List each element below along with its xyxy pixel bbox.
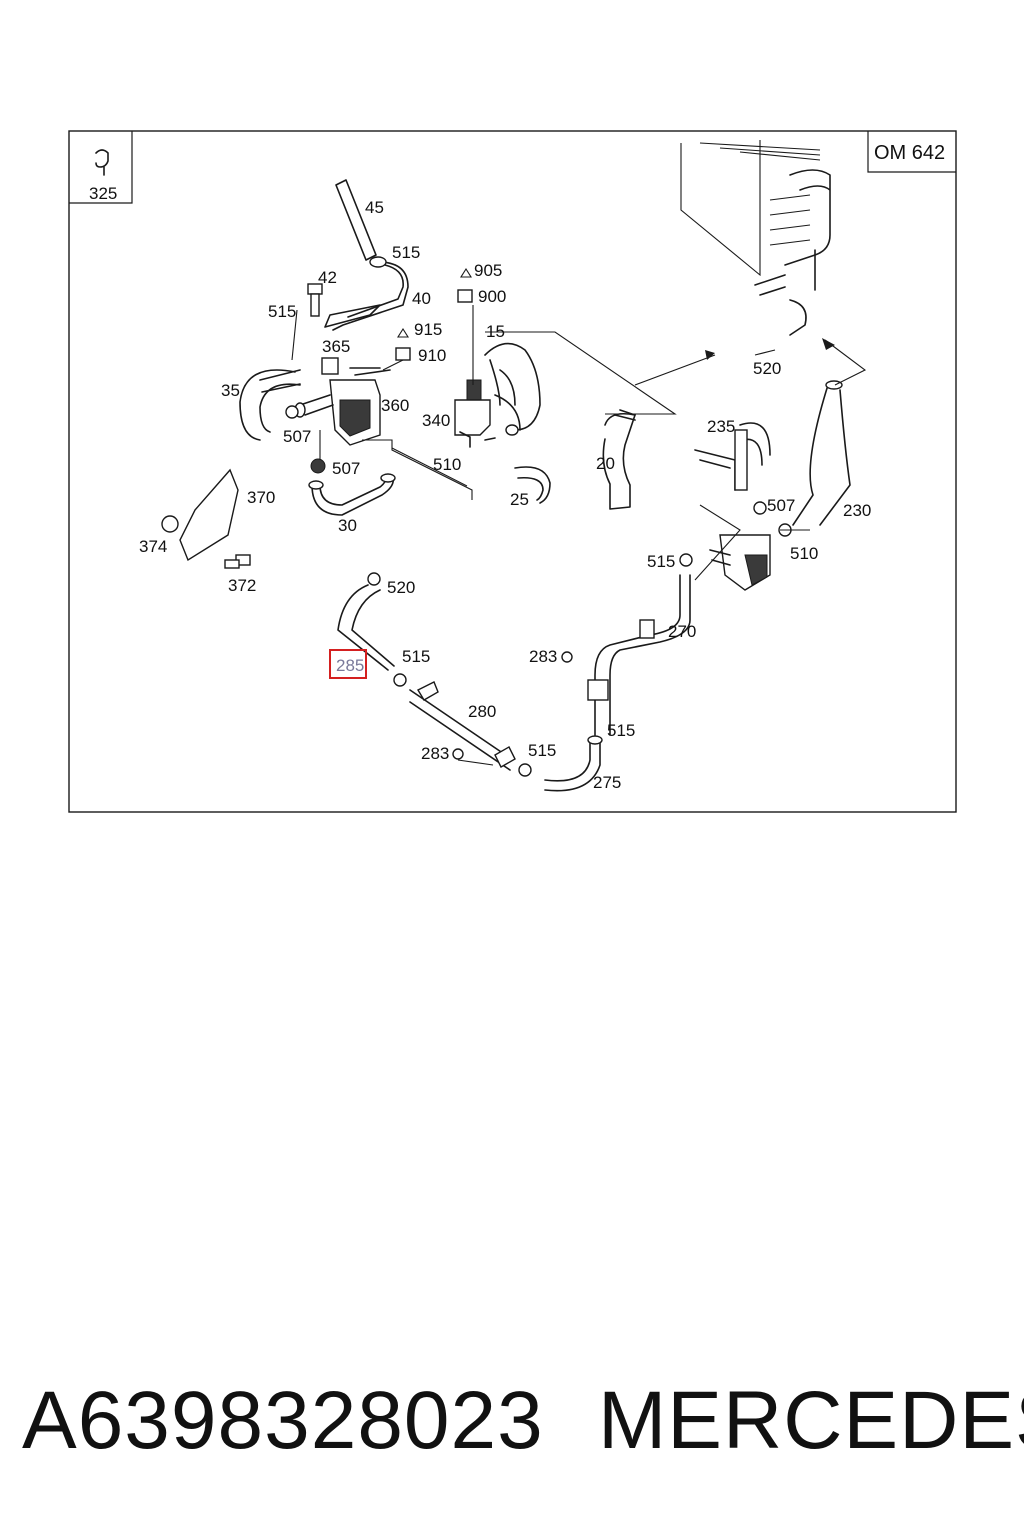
callout-372: 372	[228, 576, 256, 595]
sensor-symbols	[382, 267, 473, 371]
engine-label-box: OM 642	[867, 131, 956, 173]
callout-340: 340	[422, 411, 450, 430]
callout-20: 20	[596, 454, 615, 473]
hose-30	[308, 473, 396, 516]
callout-235: 235	[707, 417, 735, 436]
callout-905: 905	[474, 261, 502, 280]
callout-374: 374	[139, 537, 167, 556]
legend-clip-box: 325	[69, 131, 133, 204]
clips-507-left	[285, 405, 326, 474]
pump-340	[454, 379, 496, 448]
callout-520: 520	[387, 578, 415, 597]
engine-label: OM 642	[874, 142, 945, 164]
callout-283: 283	[421, 744, 449, 763]
callout-45: 45	[365, 198, 384, 217]
callout-270: 270	[668, 622, 696, 641]
hose-35	[239, 369, 301, 441]
hose-230	[792, 380, 851, 526]
callout-42: 42	[318, 268, 337, 287]
callout-910: 910	[418, 346, 446, 365]
callout-507: 507	[283, 427, 311, 446]
callout-280: 280	[468, 702, 496, 721]
callout-515: 515	[528, 741, 556, 760]
leader-lines	[291, 305, 867, 766]
callout-515: 515	[392, 243, 420, 262]
callout-285-highlighted: 285	[336, 656, 364, 675]
callout-510: 510	[790, 544, 818, 563]
bracket-370	[161, 468, 251, 569]
manufacturer: MERCEDES	[598, 1375, 1024, 1466]
legend-clip-label: 325	[89, 184, 117, 203]
callout-507: 507	[332, 459, 360, 478]
callout-520: 520	[753, 359, 781, 378]
hose-25	[514, 466, 551, 504]
callout-515: 515	[607, 721, 635, 740]
footer: A6398328023 MERCEDES	[0, 1366, 1024, 1476]
hose-15	[484, 342, 541, 436]
part-number: A6398328023	[22, 1375, 544, 1466]
callout-370: 370	[247, 488, 275, 507]
clip-icon	[95, 149, 109, 176]
callout-515: 515	[647, 552, 675, 571]
callout-507: 507	[767, 496, 795, 515]
callout-35: 35	[221, 381, 240, 400]
callout-900: 900	[478, 287, 506, 306]
callout-510: 510	[433, 455, 461, 474]
diagram-frame	[68, 130, 957, 813]
bolt-42	[307, 283, 323, 317]
highlight-box	[329, 649, 367, 679]
hose-275	[544, 735, 603, 792]
callout-283: 283	[529, 647, 557, 666]
callout-labels: 45 515 42 40 515 905 900 915 910 15 365 …	[139, 198, 871, 792]
callout-40: 40	[412, 289, 431, 308]
nuts-283	[452, 651, 573, 760]
hose-235	[694, 422, 771, 491]
callout-275: 275	[593, 773, 621, 792]
pipe-270	[587, 553, 693, 736]
hose-45-40	[324, 179, 409, 331]
callout-515: 515	[402, 647, 430, 666]
callout-515: 515	[268, 302, 296, 321]
pipe-280	[393, 673, 532, 777]
callout-230: 230	[843, 501, 871, 520]
pipe-285	[337, 572, 395, 671]
valve-right	[709, 501, 792, 591]
callout-15: 15	[486, 322, 505, 341]
callout-30: 30	[338, 516, 357, 535]
radiator	[680, 140, 831, 336]
callout-915: 915	[414, 320, 442, 339]
callout-25: 25	[510, 490, 529, 509]
callout-360: 360	[381, 396, 409, 415]
callout-365: 365	[322, 337, 350, 356]
